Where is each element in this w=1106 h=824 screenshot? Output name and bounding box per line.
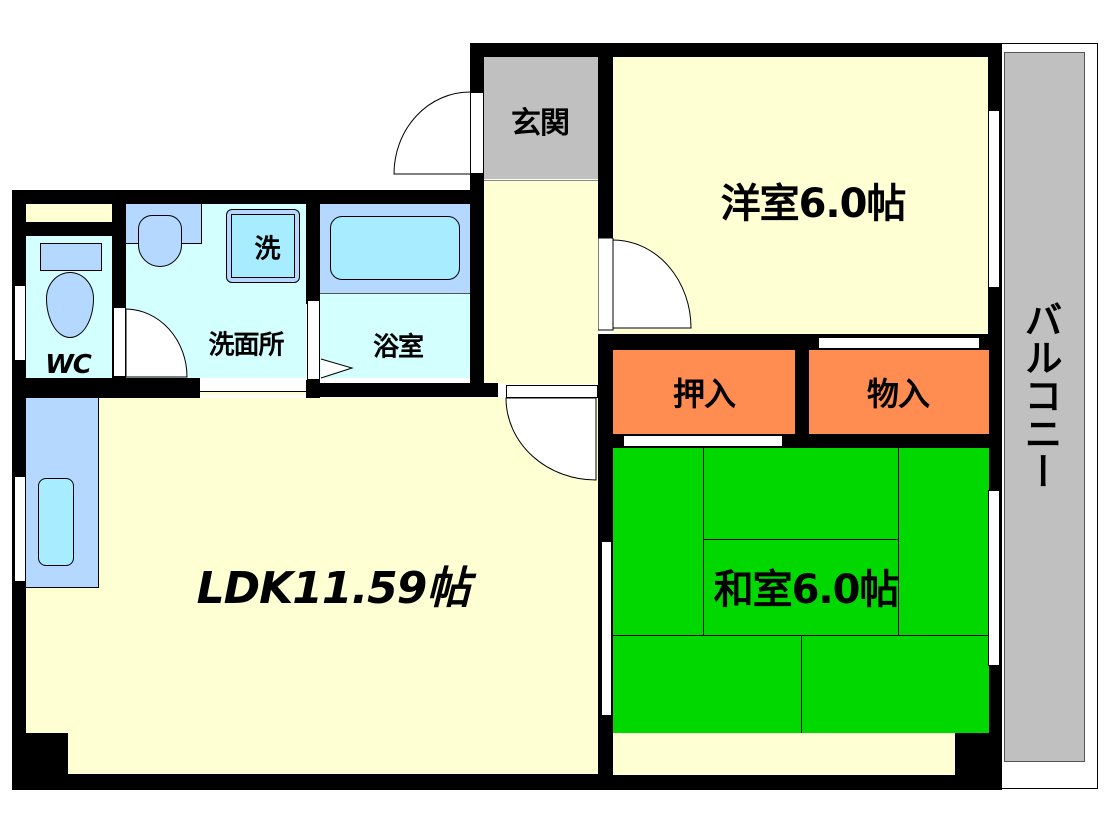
entrance-door-opening [470,92,484,174]
genkan [484,57,598,179]
western-window [988,110,1000,288]
wc-label: WC [45,350,92,380]
japanese-ldk-sliding-door [601,538,612,716]
sink-bowl [138,215,182,267]
genkan-label: 玄関 [511,106,570,141]
wall-top-left [14,190,484,204]
monoire-sliding-door [818,337,980,349]
bathroom-label: 浴室 [372,332,424,363]
entrance-door-swing [393,91,471,175]
hallway [484,180,598,384]
washing-machine [226,209,300,283]
western-door-swing [598,238,692,331]
japanese-room-edge [613,733,955,775]
wall-wc-top [26,222,126,236]
oshiire [613,350,795,434]
oshiire-sliding-door [623,435,783,447]
wall-western-left [598,43,613,243]
ldk-label: LDK11.59帖 [196,563,471,614]
wall-ldk-top-left [12,384,200,398]
japanese-window [988,490,1000,666]
wall-pillar-bl [26,733,68,775]
tatami-line [703,539,898,540]
washing-machine-label: 洗 [254,234,280,265]
wc-window [14,285,26,361]
western-room-label: 洋室6.0帖 [720,181,907,227]
wall-bath-left [306,204,320,304]
toilet-tank [40,243,102,271]
oshiire-label: 押入 [672,375,736,413]
wall-bottom [12,774,1002,790]
tatami-line [801,635,802,733]
toilet-bowl [46,272,94,338]
japanese-room-label: 和室6.0帖 [713,567,900,613]
tatami-line [703,448,704,635]
washroom-label: 洗面所 [208,330,284,361]
balcony-label: バルコニー [1018,300,1062,490]
wall-pillar-br [955,733,989,775]
wall-top-right [470,43,1002,57]
bathroom-door-marker [320,358,354,379]
wall-ldk-right [598,382,613,542]
ldk-door-swing [505,397,597,481]
bathtub [330,216,460,280]
kitchen-window [14,476,26,582]
monoire [809,350,989,434]
washing-machine-drum [231,214,295,278]
balcony [1004,52,1085,762]
wall-bath-bottom [306,383,498,397]
japanese-room [613,448,989,733]
washroom-opening [200,391,308,395]
ldk [26,398,598,774]
kitchen-sink [38,478,74,566]
washroom-door-swing [125,308,188,378]
wall-closet-divider [795,340,809,444]
monoire-label: 物入 [866,375,930,413]
wc-storage [26,204,112,222]
tatami-line [898,448,899,635]
bathroom-door [307,300,320,380]
